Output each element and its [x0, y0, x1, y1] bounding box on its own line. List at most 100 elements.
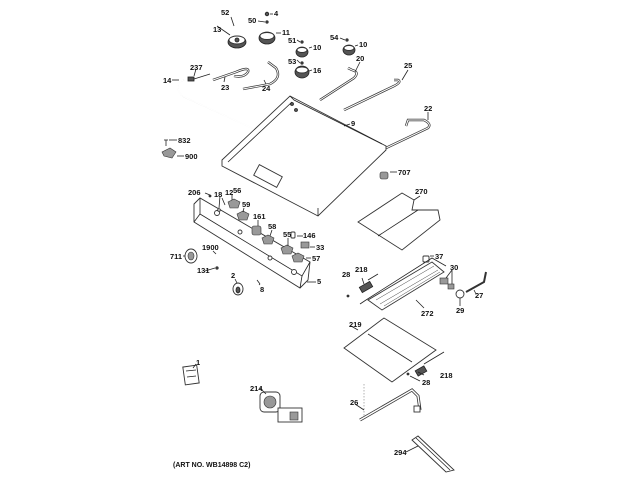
callout-33[interactable]: 33 — [316, 243, 324, 252]
oven-burner-272[interactable] — [359, 257, 447, 311]
callout-27[interactable]: 27 — [475, 291, 483, 300]
valve-59[interactable] — [236, 210, 250, 221]
part-53 — [300, 61, 304, 65]
callout-8[interactable]: 8 — [260, 285, 264, 294]
knob-2[interactable] — [232, 282, 244, 296]
callout-1900[interactable]: 1900 — [202, 243, 219, 252]
baffle-294[interactable] — [411, 435, 455, 473]
callout-294[interactable]: 294 — [394, 448, 407, 457]
callout-2[interactable]: 2 — [231, 271, 235, 280]
callout-28b[interactable]: 28 — [422, 378, 430, 387]
part-707[interactable] — [379, 171, 389, 180]
broil-shield-219[interactable] — [343, 317, 437, 383]
knob-711[interactable] — [184, 248, 198, 264]
callout-30[interactable]: 30 — [450, 263, 458, 272]
screw-52 — [230, 16, 235, 27]
orifice-30[interactable] — [439, 277, 455, 290]
valve-56[interactable] — [227, 198, 241, 209]
callout-37[interactable]: 37 — [435, 252, 443, 261]
igniter-218b[interactable] — [414, 351, 445, 377]
screw-832[interactable] — [164, 139, 168, 146]
callout-10b[interactable]: 10 — [359, 40, 367, 49]
part-54 — [345, 38, 349, 42]
tube-24[interactable] — [242, 61, 280, 91]
callout-5[interactable]: 5 — [317, 277, 321, 286]
callout-270[interactable]: 270 — [415, 187, 428, 196]
burner-head-11[interactable] — [258, 31, 276, 45]
manifold-pipe-14[interactable] — [176, 79, 301, 151]
fitting-29[interactable] — [455, 289, 465, 299]
callout-11[interactable]: 11 — [282, 28, 290, 37]
callout-218a[interactable]: 218 — [355, 265, 368, 274]
callout-12[interactable]: 12 — [225, 188, 233, 197]
fitting-237[interactable] — [187, 73, 211, 82]
callout-53[interactable]: 53 — [288, 57, 296, 66]
callout-131[interactable]: 131 — [197, 266, 210, 275]
callout-57[interactable]: 57 — [312, 254, 320, 263]
callout-161[interactable]: 161 — [253, 212, 266, 221]
bake-burner-26[interactable] — [359, 388, 422, 422]
callout-4[interactable]: 4 — [274, 9, 279, 18]
callout-51[interactable]: 51 — [288, 36, 296, 45]
valve-58[interactable] — [261, 234, 275, 245]
manifold-panel-5[interactable] — [193, 197, 311, 289]
callout-18[interactable]: 18 — [214, 190, 222, 199]
callout-900[interactable]: 900 — [185, 152, 198, 161]
callout-1[interactable]: 1 — [196, 358, 200, 367]
callout-labels: 52 4 50 13 11 51 10 54 10 53 16 20 237 1… — [163, 8, 483, 457]
callout-20[interactable]: 20 — [356, 54, 364, 63]
callout-58[interactable]: 58 — [268, 222, 276, 231]
bracket-900[interactable] — [161, 147, 177, 159]
callout-146[interactable]: 146 — [303, 231, 316, 240]
regulator-214[interactable] — [259, 391, 303, 423]
callout-29[interactable]: 29 — [456, 306, 464, 315]
callout-272[interactable]: 272 — [421, 309, 434, 318]
part-33[interactable] — [300, 241, 310, 249]
valve-57[interactable] — [291, 252, 305, 263]
part-146[interactable] — [290, 231, 296, 239]
tube-22[interactable] — [385, 118, 431, 150]
callout-54[interactable]: 54 — [330, 33, 339, 42]
callout-25[interactable]: 25 — [404, 61, 412, 70]
valve-55[interactable] — [280, 244, 294, 255]
callout-52[interactable]: 52 — [221, 8, 229, 17]
callout-711[interactable]: 711 — [170, 252, 182, 261]
callout-24[interactable]: 24 — [262, 84, 271, 93]
callout-16[interactable]: 16 — [313, 66, 321, 75]
callout-22[interactable]: 22 — [424, 104, 432, 113]
callout-707[interactable]: 707 — [398, 168, 411, 177]
callout-55[interactable]: 55 — [283, 230, 291, 239]
tube-20[interactable] — [319, 66, 358, 102]
callout-23[interactable]: 23 — [221, 83, 229, 92]
callout-14[interactable]: 14 — [163, 76, 172, 85]
callout-28a[interactable]: 28 — [342, 270, 350, 279]
callout-206[interactable]: 206 — [188, 188, 201, 197]
tube-25[interactable] — [343, 78, 401, 112]
callout-50[interactable]: 50 — [248, 16, 256, 25]
callout-59[interactable]: 59 — [242, 200, 250, 209]
burner-head-10a[interactable] — [295, 46, 309, 58]
callout-9[interactable]: 9 — [351, 119, 355, 128]
valve-161[interactable] — [251, 225, 262, 236]
igniter-218a[interactable] — [358, 273, 379, 294]
callout-10a[interactable]: 10 — [313, 43, 321, 52]
pipe-27[interactable] — [465, 271, 487, 293]
heat-shield-270[interactable] — [357, 192, 441, 251]
callout-13[interactable]: 13 — [213, 25, 221, 34]
burner-head-13[interactable] — [227, 35, 247, 49]
burner-head-16[interactable] — [294, 65, 310, 79]
callout-26[interactable]: 26 — [350, 398, 358, 407]
callout-237[interactable]: 237 — [190, 63, 203, 72]
callout-832[interactable]: 832 — [178, 136, 191, 145]
part-18 — [217, 208, 221, 212]
burner-head-10b[interactable] — [342, 44, 356, 56]
callout-219[interactable]: 219 — [349, 320, 362, 329]
manual-1[interactable] — [182, 364, 200, 386]
callout-218b[interactable]: 218 — [440, 371, 453, 380]
callout-56[interactable]: 56 — [233, 186, 241, 195]
tube-23[interactable] — [212, 67, 250, 82]
callout-214[interactable]: 214 — [250, 384, 263, 393]
burner-box-9[interactable] — [221, 95, 387, 217]
part-37[interactable] — [422, 255, 430, 263]
